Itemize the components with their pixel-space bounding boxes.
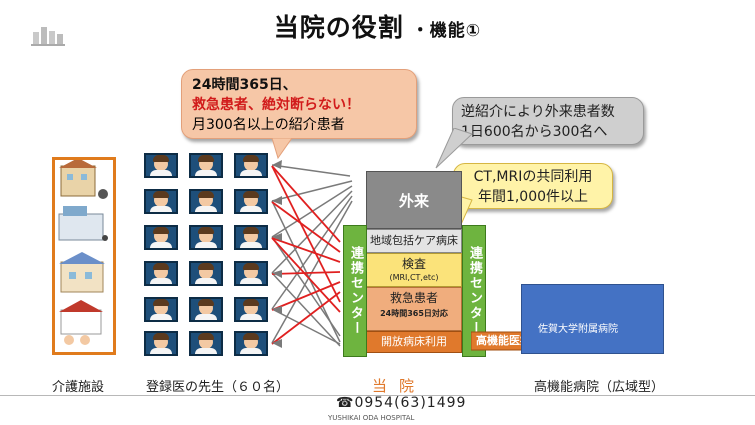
callout-referral-text: 月300名以上の紹介患者 [192, 117, 345, 133]
doctor-portrait [189, 331, 223, 356]
doctor-portrait [144, 331, 178, 356]
doctor-portrait [144, 153, 178, 178]
facilities-label: 介護施設 [52, 380, 105, 395]
hospital-phone: ☎0954(63)1499 [336, 395, 467, 411]
doctor-portrait [189, 189, 223, 214]
doctor-portrait [234, 189, 268, 214]
emergency-label: 救急患者 [389, 291, 438, 305]
callout-never-refuse-text: 救急患者、絶対断らない！ [192, 97, 360, 113]
doctor-grid [144, 153, 268, 357]
hospital-outpatient-block: 外来 [366, 171, 462, 229]
outpatient-callout-tail [435, 128, 473, 169]
emergency-callout: 24時間365日、 救急患者、絶対断らない！ 月300名以上の紹介患者 [181, 69, 417, 139]
advanced-hospital-label: 高機能病院（広域型） [534, 380, 665, 395]
care-facility-illustrations [58, 158, 108, 345]
hospital-open-beds-block: 開放病床利用 [366, 331, 462, 353]
doctor-portrait [234, 331, 268, 356]
doctor-portrait [189, 297, 223, 322]
footer-divider [0, 395, 755, 396]
university-hospital-label: 佐賀大学附属病院 [538, 324, 618, 335]
exam-note: (MRI,CT,etc) [389, 273, 439, 282]
doctor-portrait [234, 261, 268, 286]
hospital-emergency-block: 救急患者 24時間365日対応 [366, 287, 462, 331]
outpatient-callout: 逆紹介により外来患者数 1日600名から300名へ [452, 97, 644, 145]
callout-reverse-referral-text: 逆紹介により外来患者数 [461, 104, 615, 120]
emergency-callout-tail [271, 138, 293, 160]
doctor-portrait [234, 225, 268, 250]
callout-patient-count-text: 1日600名から300名へ [461, 124, 608, 140]
liaison-center-left: 連携センター [343, 225, 367, 357]
callout-annual-count-text: 年間1,000件以上 [477, 189, 589, 205]
exam-label: 検査 [401, 257, 426, 271]
care-facilities-box [52, 157, 116, 355]
hospital-logo-icon [31, 27, 65, 46]
doctor-portrait [189, 261, 223, 286]
doctor-portrait [144, 189, 178, 214]
title-main: 当院の役割 [273, 13, 404, 42]
advanced-care-arrow-label: 高機能医療 [476, 334, 531, 347]
page-title: 当院の役割・機能① [0, 8, 755, 44]
title-sub: ・機能① [411, 21, 482, 41]
registered-doctors-label: 登録医の先生（６０名） [146, 380, 290, 395]
callout-24h-text: 24時間365日、 [192, 77, 297, 93]
ct-mri-callout: CT,MRIの共同利用 年間1,000件以上 [453, 163, 613, 209]
doctor-portrait [189, 153, 223, 178]
doctor-portrait [234, 297, 268, 322]
doctor-portrait [144, 225, 178, 250]
university-hospital-box: 佐賀大学附属病院 [521, 284, 664, 354]
hospital-ward-block: 地域包括ケア病床 [366, 229, 462, 253]
doctor-portrait [234, 153, 268, 178]
doctor-portrait [144, 297, 178, 322]
hospital-exam-block: 検査 (MRI,CT,etc) [366, 253, 462, 287]
doctor-portrait [189, 225, 223, 250]
footer-hospital-name: YUSHIKAI ODA HOSPITAL [328, 414, 415, 422]
hospital-name: 当院 [372, 377, 427, 395]
emergency-note: 24時間365日対応 [380, 309, 448, 318]
doctor-portrait [144, 261, 178, 286]
callout-ct-mri-text: CT,MRIの共同利用 [473, 169, 593, 185]
